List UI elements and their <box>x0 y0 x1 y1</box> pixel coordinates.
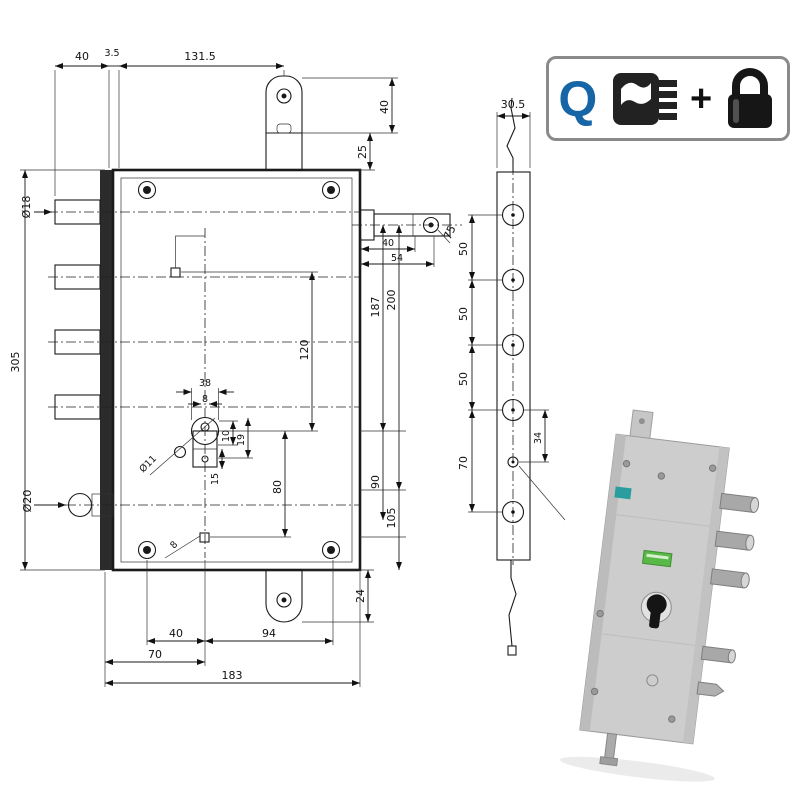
centerlines <box>48 211 462 558</box>
dim-side-30-5: 30.5 <box>501 98 526 111</box>
dim-pitch-50c: 50 <box>457 372 470 386</box>
dim-gap-34: 34 <box>533 432 544 444</box>
q-logo: Q <box>558 70 598 127</box>
dim-height-305: 305 <box>9 352 22 373</box>
dim-latch-40: 40 <box>382 238 394 249</box>
dim-pitch-50a: 50 <box>457 242 470 256</box>
dim-top-131-5: 131.5 <box>184 50 216 63</box>
bottom-fixing-strap <box>265 570 303 623</box>
dim-120: 120 <box>298 340 311 361</box>
dim-key-dia11: Ø11 <box>137 453 159 475</box>
dim-key-8: 8 <box>202 394 208 405</box>
side-holes <box>501 203 525 524</box>
dim-key-19: 19 <box>236 434 247 446</box>
side-view: 30.5 50 50 50 70 34 <box>457 97 566 656</box>
front-dimensions: 40 3.5 131.5 40 25 Ø18 305 Ø20 75 40 54 <box>9 48 459 687</box>
dim-top-40: 40 <box>75 50 89 63</box>
cylinder-keyhole <box>149 416 220 559</box>
plus-sign: + <box>690 77 713 120</box>
dim-80: 80 <box>271 480 284 494</box>
dim-200: 200 <box>385 290 398 311</box>
dim-90: 90 <box>369 475 382 489</box>
brand-mark <box>614 486 632 500</box>
dim-dia20: Ø20 <box>21 490 34 513</box>
dim-187: 187 <box>369 297 382 318</box>
deadbolts <box>696 492 760 697</box>
dim-105: 105 <box>385 508 398 529</box>
dim-latch-54: 54 <box>391 253 403 264</box>
dim-latch-75: 75 <box>441 223 459 241</box>
dim-key-10: 10 <box>221 430 232 442</box>
dim-top-3-5: 3.5 <box>104 48 119 59</box>
dim-bottom-94: 94 <box>262 627 276 640</box>
photo-screws <box>590 459 717 723</box>
green-label <box>641 549 673 568</box>
lock-product-photo <box>559 409 760 782</box>
dim-pitch-70: 70 <box>457 456 470 470</box>
dim-bottom-40: 40 <box>169 627 183 640</box>
dim-key-38: 38 <box>199 378 211 389</box>
front-view <box>48 75 462 623</box>
corner-screws <box>137 180 341 560</box>
dim-strap-25: 25 <box>356 145 369 159</box>
dim-24: 24 <box>354 589 367 603</box>
dim-dia18: Ø18 <box>20 196 33 219</box>
dim-bottom-183: 183 <box>222 669 243 682</box>
dim-bottom-70: 70 <box>148 648 162 661</box>
top-fixing-strap <box>265 75 303 170</box>
logo-box: Q + <box>546 56 790 141</box>
euro-cylinder-keyhole <box>640 591 672 629</box>
spring-latch <box>696 681 725 697</box>
dim-pitch-50b: 50 <box>457 307 470 321</box>
dim-key-15: 15 <box>210 473 221 485</box>
padlock-icon <box>727 67 772 128</box>
key-profile-icon <box>612 72 677 125</box>
dim-strap-40: 40 <box>378 100 391 114</box>
